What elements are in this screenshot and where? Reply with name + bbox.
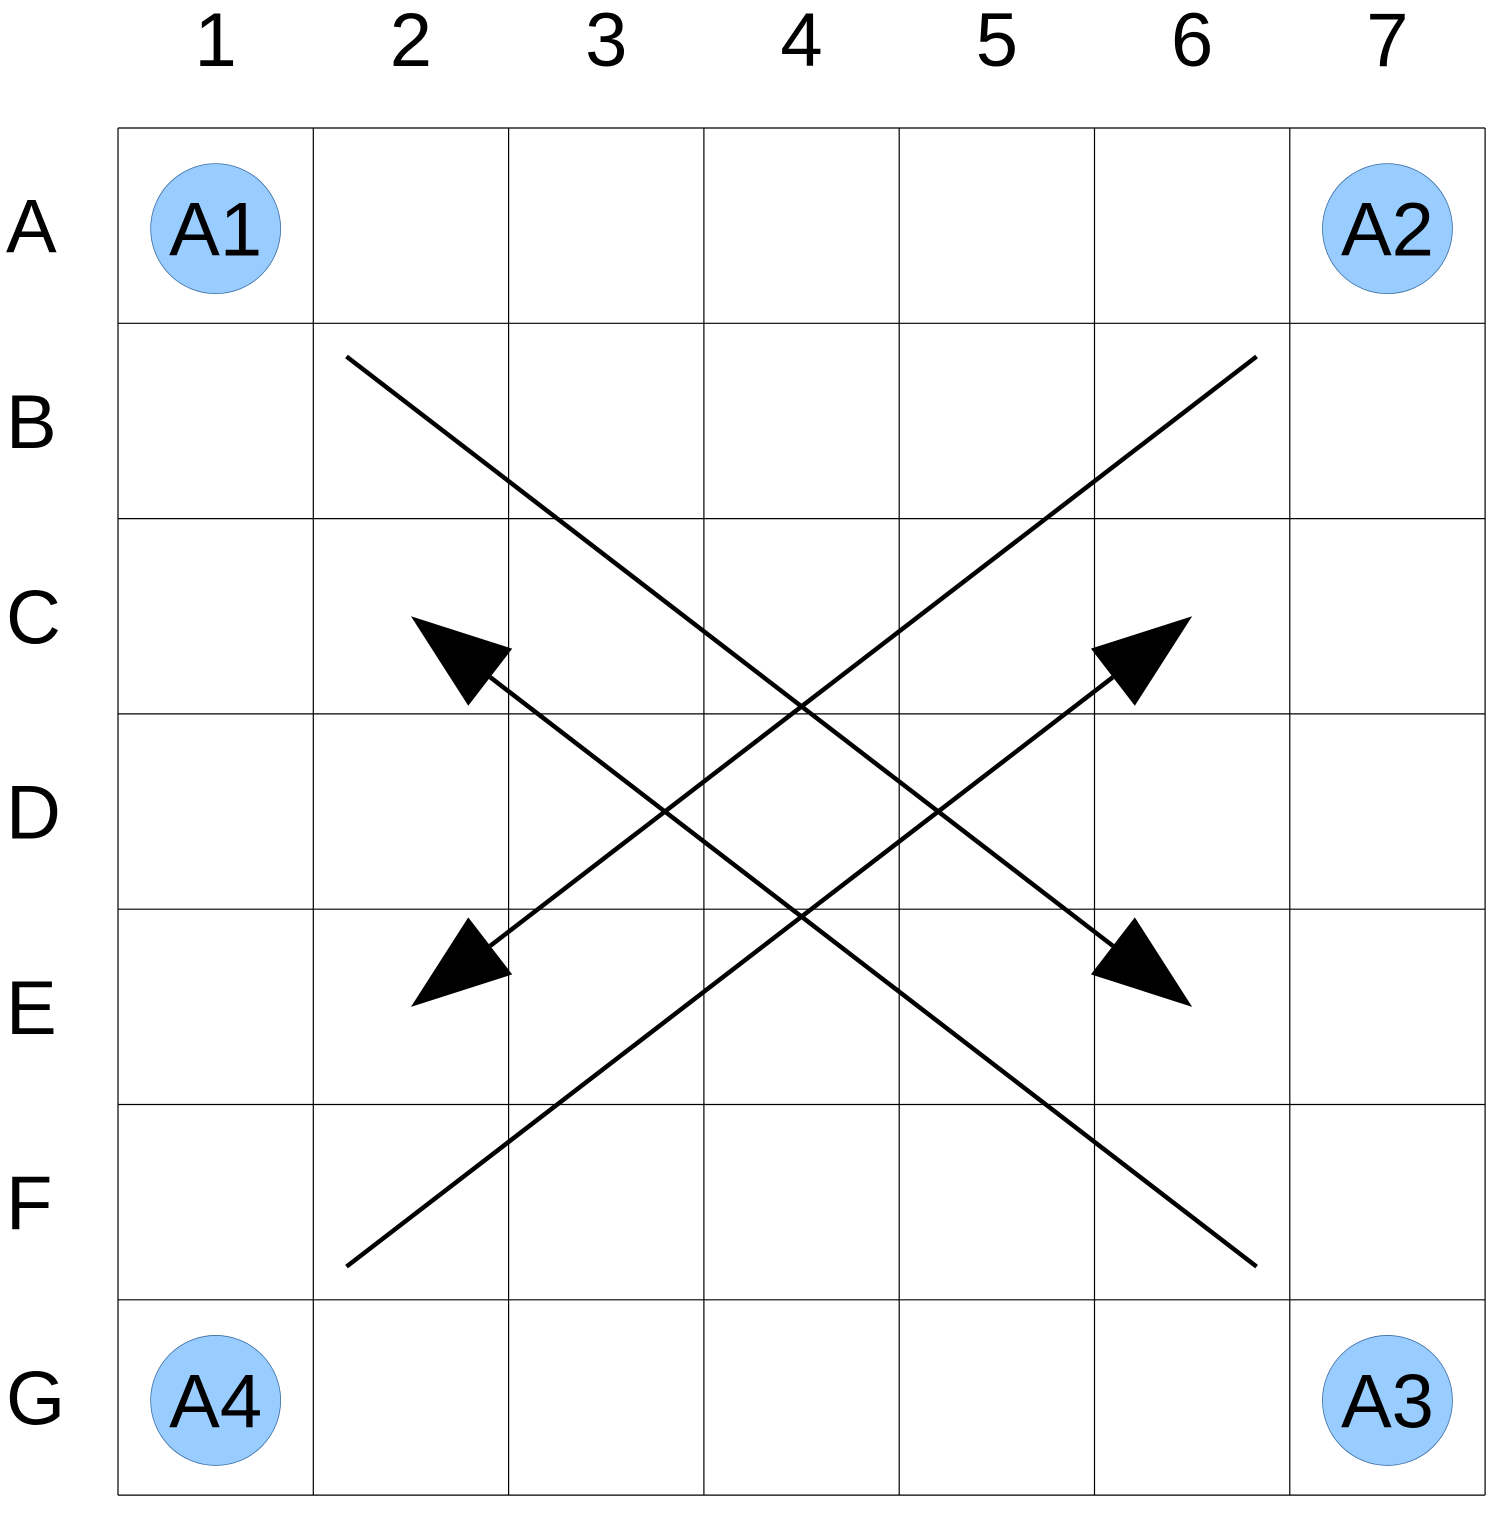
node-circle (150, 1335, 282, 1466)
arrow-f6-to-c2-shaft (488, 675, 1258, 1269)
node-label: A4 (169, 1359, 262, 1444)
row-label-G: G (6, 1356, 65, 1441)
row-label-E: E (6, 966, 57, 1051)
node-A2: A2 (1322, 163, 1453, 295)
row-labels: A B C D E F G (6, 185, 65, 1442)
arrow-f6-to-c2 (410, 616, 1258, 1269)
node-label: A3 (1341, 1359, 1434, 1444)
column-label-2: 2 (390, 0, 432, 83)
column-label-1: 1 (195, 0, 237, 83)
node-label: A1 (169, 188, 262, 273)
row-label-F: F (6, 1161, 52, 1246)
row-label-B: B (6, 380, 57, 465)
arrow-b6-to-e2-shaft (488, 354, 1258, 948)
node-circle (150, 163, 282, 295)
arrow-b2-to-e6-shaft (345, 354, 1115, 948)
row-label-D: D (6, 771, 61, 856)
arrow-f2-to-c6 (345, 616, 1193, 1269)
column-label-5: 5 (976, 0, 1018, 83)
grid-lines (117, 127, 1486, 1496)
column-labels: 1 2 3 4 5 6 7 (195, 0, 1409, 83)
arrow-f2-to-c6-head (1090, 616, 1193, 706)
arrow-f6-to-c2-head (410, 616, 513, 706)
column-label-6: 6 (1171, 0, 1213, 83)
node-A3: A3 (1322, 1335, 1453, 1466)
node-circle (1322, 163, 1453, 295)
arrow-f2-to-c6-shaft (345, 675, 1115, 1269)
arrow-b2-to-e6 (345, 354, 1193, 1007)
node-A1: A1 (150, 163, 282, 295)
row-label-C: C (6, 575, 61, 660)
column-label-4: 4 (780, 0, 822, 83)
column-label-3: 3 (585, 0, 627, 83)
node-circle (1322, 1335, 1453, 1466)
row-label-A: A (6, 185, 57, 270)
node-label: A2 (1341, 188, 1434, 273)
arrows (345, 354, 1258, 1269)
column-label-7: 7 (1366, 0, 1408, 83)
arrow-b2-to-e6-head (1090, 917, 1193, 1007)
node-A4: A4 (150, 1335, 282, 1466)
arrow-b6-to-e2-head (410, 917, 513, 1007)
arrow-b6-to-e2 (410, 354, 1258, 1007)
